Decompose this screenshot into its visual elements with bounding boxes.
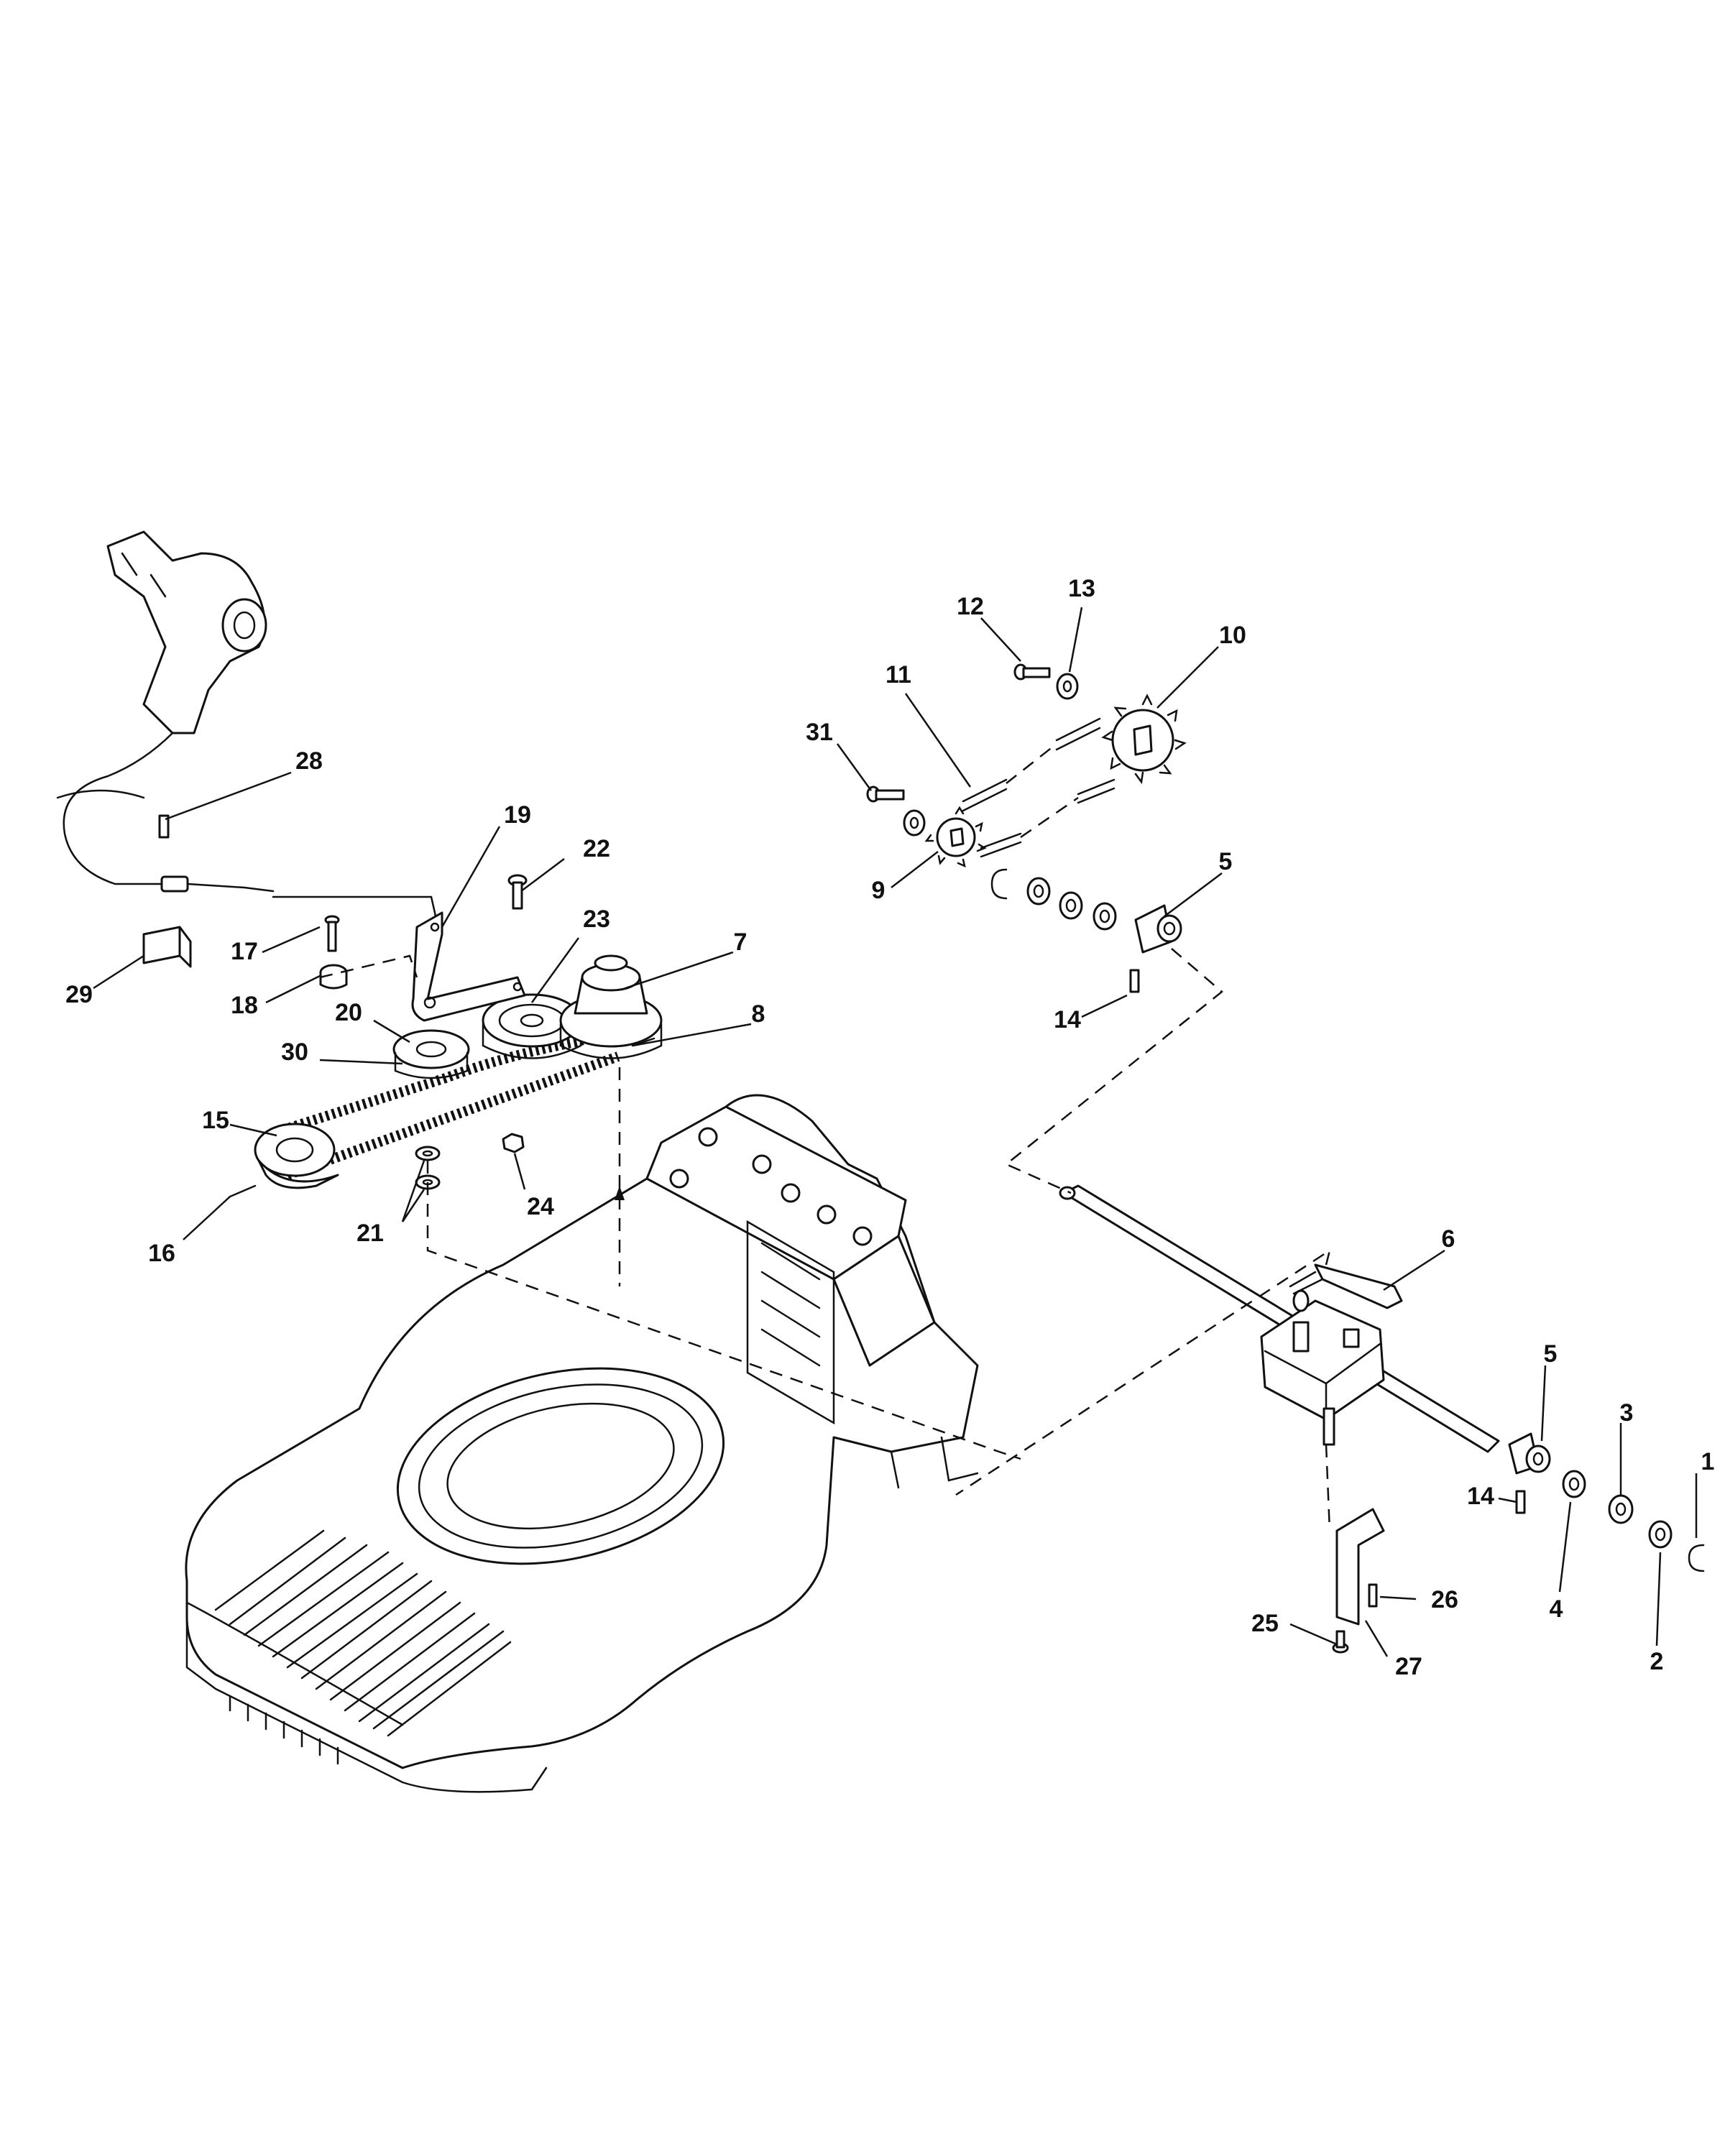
callout-5-bottom: 5 bbox=[1544, 1340, 1558, 1368]
mower-deck bbox=[185, 1094, 979, 1793]
chain-11 bbox=[962, 717, 1116, 858]
screw-28 bbox=[158, 814, 170, 839]
bolt-31 bbox=[866, 786, 905, 803]
callout-27: 27 bbox=[1395, 1653, 1422, 1680]
screw-25 bbox=[1332, 1630, 1349, 1654]
control-cable bbox=[63, 732, 174, 885]
deck-front-teeth bbox=[229, 1695, 339, 1765]
callout-17: 17 bbox=[231, 938, 258, 965]
bolt-22 bbox=[507, 874, 528, 910]
callout-16: 16 bbox=[148, 1240, 175, 1267]
callout-20: 20 bbox=[335, 999, 362, 1026]
pulley-7 bbox=[559, 954, 663, 1059]
callout-29: 29 bbox=[65, 981, 93, 1008]
callout-12: 12 bbox=[957, 593, 984, 620]
callout-15: 15 bbox=[202, 1107, 229, 1134]
washer-2 bbox=[1648, 1520, 1673, 1549]
screw-14-bottom bbox=[1515, 1490, 1526, 1514]
drive-belt bbox=[275, 1023, 634, 1137]
axle-shaft bbox=[1059, 1184, 1500, 1453]
drive-control-lever bbox=[106, 530, 267, 734]
screw-26 bbox=[1368, 1583, 1378, 1608]
pulley-15 bbox=[254, 1123, 339, 1189]
washer-4 bbox=[1562, 1470, 1586, 1498]
callout-1: 1 bbox=[1701, 1448, 1715, 1475]
bearing-5-bottom bbox=[1508, 1432, 1551, 1475]
nut-24 bbox=[502, 1133, 525, 1153]
callout-25: 25 bbox=[1251, 1610, 1279, 1637]
bolt-17 bbox=[324, 915, 340, 952]
callout-4: 4 bbox=[1550, 1595, 1563, 1623]
drive-belt-lower bbox=[285, 1051, 620, 1180]
callout-26: 26 bbox=[1431, 1586, 1458, 1613]
callout-2: 2 bbox=[1650, 1648, 1664, 1675]
idler-arm-19 bbox=[411, 911, 526, 1022]
clip-top bbox=[990, 868, 1008, 900]
callout-24: 24 bbox=[527, 1193, 554, 1220]
assembly-dashes bbox=[319, 948, 1331, 1531]
up-arrow bbox=[615, 1186, 625, 1200]
washer-13 bbox=[1056, 673, 1079, 700]
bracket-27 bbox=[1335, 1508, 1385, 1626]
callout-31: 31 bbox=[806, 719, 833, 746]
callout-18: 18 bbox=[231, 992, 258, 1019]
deck-ribs bbox=[214, 1529, 512, 1737]
callout-5-top: 5 bbox=[1219, 848, 1233, 875]
cable-end-fitting bbox=[160, 875, 440, 936]
callout-30: 30 bbox=[281, 1038, 308, 1066]
callout-7: 7 bbox=[734, 929, 748, 956]
cable-bracket bbox=[142, 926, 192, 968]
sprocket-9 bbox=[924, 806, 987, 868]
cable-loop bbox=[56, 789, 145, 799]
washer-3 bbox=[1608, 1494, 1634, 1524]
clip-1 bbox=[1688, 1544, 1705, 1572]
pulley-20 bbox=[392, 1029, 470, 1079]
callout-leaders bbox=[93, 607, 1698, 1657]
gearbox-6 bbox=[1260, 1263, 1403, 1446]
callout-labels: 1 2 3 4 5 5 6 7 8 9 10 11 12 13 14 14 15… bbox=[65, 575, 1714, 1680]
callout-11: 11 bbox=[886, 661, 911, 688]
deck-rear-housing bbox=[645, 1105, 936, 1425]
callout-22: 22 bbox=[583, 835, 610, 862]
callout-9: 9 bbox=[872, 877, 886, 904]
callout-14-bottom: 14 bbox=[1467, 1483, 1494, 1510]
callout-23: 23 bbox=[583, 906, 610, 933]
callout-13: 13 bbox=[1068, 575, 1095, 602]
bolt-12 bbox=[1013, 663, 1051, 681]
bearing-5-top bbox=[1134, 904, 1182, 954]
screw-14-top bbox=[1129, 969, 1140, 993]
pin-16 bbox=[229, 1184, 257, 1198]
callout-3: 3 bbox=[1620, 1399, 1634, 1427]
callout-21: 21 bbox=[356, 1220, 384, 1247]
callout-19: 19 bbox=[504, 801, 531, 829]
washer-stack-top bbox=[1026, 877, 1117, 931]
callout-6: 6 bbox=[1442, 1225, 1455, 1253]
callout-28: 28 bbox=[295, 747, 323, 775]
washer-31b bbox=[903, 809, 926, 837]
spacer-18 bbox=[319, 964, 348, 990]
sprocket-10 bbox=[1101, 694, 1187, 785]
callout-10: 10 bbox=[1219, 622, 1246, 649]
callout-14-top: 14 bbox=[1054, 1006, 1081, 1033]
callout-8: 8 bbox=[752, 1000, 765, 1028]
